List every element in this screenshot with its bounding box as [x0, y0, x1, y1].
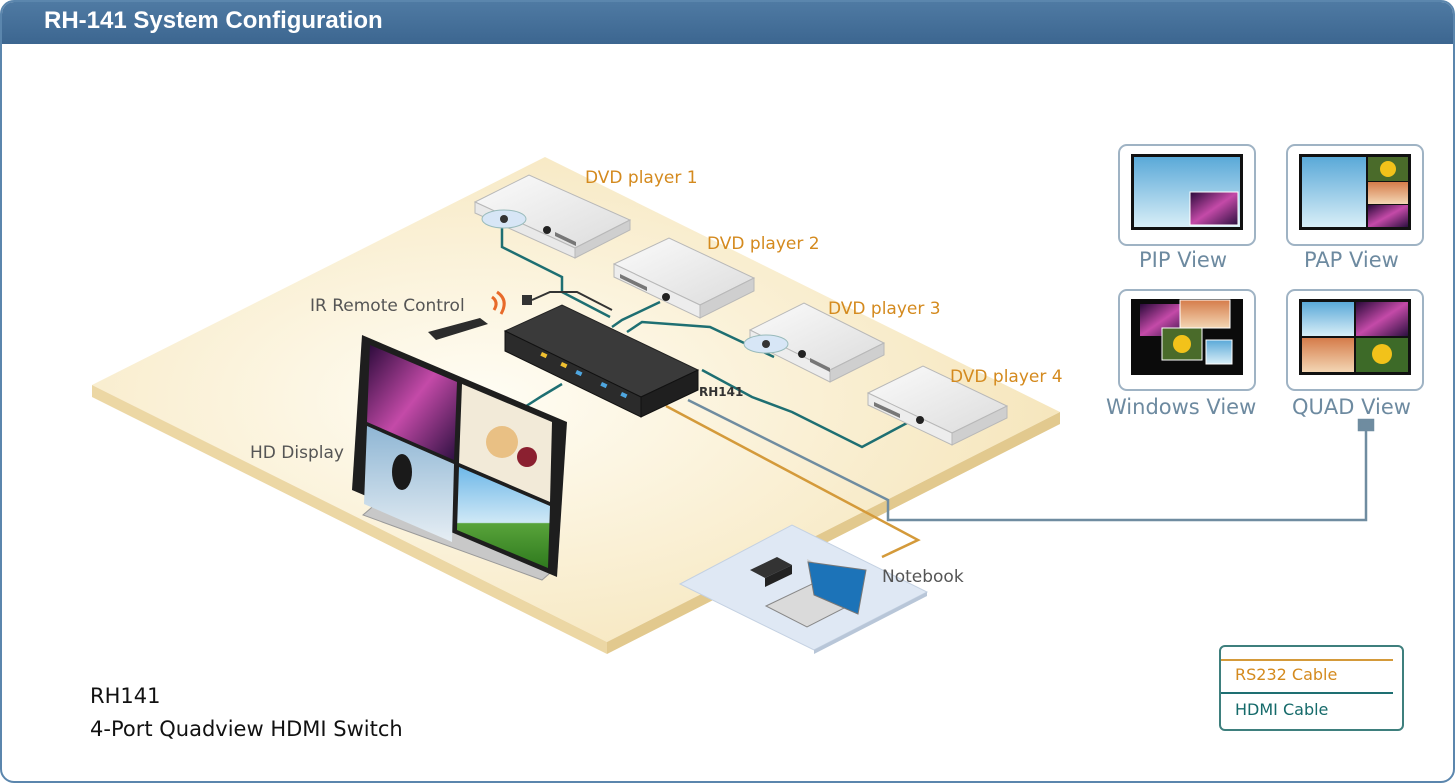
hdmi-legend-swatch: [1221, 692, 1393, 694]
ir-remote-icon: [428, 290, 532, 340]
hd-display: [352, 335, 567, 581]
switch-label: RH141: [699, 385, 744, 399]
hd-display-label: HD Display: [250, 443, 344, 463]
view-windows: [1118, 289, 1256, 391]
pip-view-label: PIP View: [1139, 248, 1228, 272]
dvd-player-4-label: DVD player 4: [950, 367, 1063, 387]
page-title: RH-141 System Configuration: [44, 7, 383, 34]
view-quad: [1286, 289, 1424, 391]
rs232-cable: [665, 404, 921, 559]
view-pap: [1286, 144, 1424, 246]
notebook-label: Notebook: [882, 567, 964, 587]
notebook-tray: [678, 524, 929, 654]
rs232-legend-label: RS232 Cable: [1235, 665, 1338, 684]
caption-description: 4-Port Quadview HDMI Switch: [90, 717, 403, 741]
view-pip: [1118, 144, 1256, 246]
ir-remote-label: IR Remote Control: [310, 296, 465, 316]
dvd-player-1-label: DVD player 1: [585, 168, 698, 188]
hdmi-legend-label: HDMI Cable: [1235, 700, 1329, 719]
rh141-switch: [503, 304, 700, 418]
dvd-player-2: [612, 237, 756, 319]
caption-model: RH141: [90, 684, 161, 708]
dvd-player-3-label: DVD player 3: [828, 299, 941, 319]
rs232-legend-swatch: [1221, 659, 1393, 661]
view-link-cable: [687, 398, 1375, 522]
cable-legend: RS232 Cable HDMI Cable: [1219, 645, 1404, 731]
hdmi-cables: [500, 228, 923, 449]
dvd-player-1: [473, 174, 632, 259]
pap-view-label: PAP View: [1304, 248, 1399, 272]
dvd-player-4: [866, 365, 1009, 446]
dvd-player-2-label: DVD player 2: [707, 234, 820, 254]
notebook-icon: [750, 557, 867, 628]
dvd-player-3: [743, 302, 886, 383]
quad-view-label: QUAD View: [1292, 395, 1411, 419]
windows-view-label: Windows View: [1106, 395, 1257, 419]
ir-sensor-cable: [531, 291, 613, 311]
header-bar: RH-141 System Configuration: [2, 2, 1453, 44]
